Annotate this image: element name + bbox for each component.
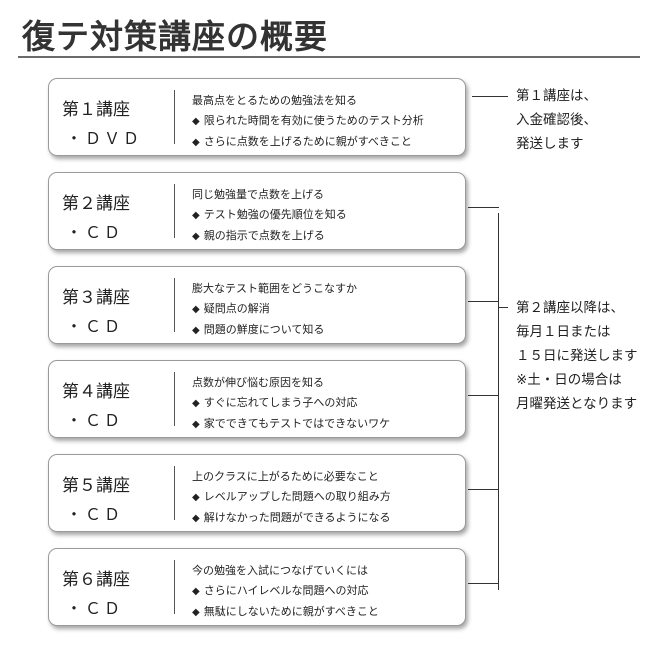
diamond-bullet-icon: ◆ [192,231,200,242]
course-name: 第４講座 [62,382,130,402]
course-point-text: 問題の鮮度について知る [203,323,325,336]
course-card: 第５講座・ＣＤ 上のクラスに上がるために必要なこと ◆レベルアップした問題への取り組… [48,454,466,532]
course-point-text: 解けなかった問題ができるようになる [203,511,391,524]
course-point: ◆無駄にしないために親がすべきこと [192,602,379,623]
note-line: ※土・日の場合は [516,372,622,388]
course-name: 第５講座 [62,476,130,496]
note-first-course: 第１講座は、 入金確認後、 発送します [516,84,597,156]
course-point: ◆さらに点数を上げるために親がすべきこと [192,132,424,153]
note-line: 発送します [516,136,584,152]
diamond-bullet-icon: ◆ [192,137,200,148]
course-point-text: 限られた時間を有効に使うためのテスト分析 [203,114,424,127]
diamond-bullet-icon: ◆ [192,607,200,618]
course-point: ◆疑問点の解消 [192,299,357,320]
note-line: 入金確認後、 [516,112,597,128]
note-line: 月曜発送となります [516,396,638,412]
course-details: 今の勉強を入試につなげていくには◆さらにハイレベルな問題への対応◆無駄にしないた… [192,561,379,623]
course-point: ◆解けなかった問題ができるようになる [192,508,391,529]
course-details: 最高点をとるための勉強法を知る◆限られた時間を有効に使うためのテスト分析◆さらに… [192,91,424,153]
course-point: ◆問題の鮮度について知る [192,320,357,341]
diamond-bullet-icon: ◆ [192,398,200,409]
connector-tick [468,207,499,208]
diamond-bullet-icon: ◆ [192,304,200,315]
course-point-text: 無駄にしないために親がすべきこと [203,605,379,618]
note-line: 第１講座は、 [516,88,597,104]
connector-first [472,96,508,97]
course-point-text: テスト勉強の優先順位を知る [203,208,347,221]
card-divider [174,90,175,144]
page-title: 復テ対策講座の概要 [22,17,328,56]
course-details: 同じ勉強量で点数を上げる◆テスト勉強の優先順位を知る◆親の指示で点数を上げる [192,185,347,247]
course-point-text: 疑問点の解消 [203,302,270,315]
course-lead: 今の勉強を入試につなげていくには [192,564,368,577]
course-lead: 点数が伸び悩む原因を知る [192,376,324,389]
course-point-text: すぐに忘れてしまう子への対応 [203,396,358,409]
course-point-text: レベルアップした問題への取り組み方 [203,490,391,503]
diamond-bullet-icon: ◆ [192,492,200,503]
course-name: 第１講座 [62,100,130,120]
course-details: 膨大なテスト範囲をどうこなすか◆疑問点の解消◆問題の鮮度について知る [192,279,357,341]
course-point: ◆テスト勉強の優先順位を知る [192,205,347,226]
card-divider [174,560,175,614]
course-media: ・ＣＤ [66,505,124,524]
course-lead: 最高点をとるための勉強法を知る [192,94,357,107]
course-name: 第２講座 [62,194,130,214]
diamond-bullet-icon: ◆ [192,586,200,597]
course-lead: 上のクラスに上がるために必要なこと [192,470,379,483]
note-later-courses: 第２講座以降は、 毎月１日または １５日に発送します ※土・日の場合は 月曜発送… [516,296,638,416]
course-point: ◆親の指示で点数を上げる [192,226,347,247]
card-divider [174,372,175,426]
course-point: ◆家でできてもテストではできないワケ [192,414,390,435]
course-details: 点数が伸び悩む原因を知る◆すぐに忘れてしまう子への対応◆家でできてもテストではで… [192,373,390,435]
course-point: ◆限られた時間を有効に使うためのテスト分析 [192,111,424,132]
course-lead: 膨大なテスト範囲をどうこなすか [192,282,357,295]
note-line: 第２講座以降は、 [516,300,624,316]
card-divider [174,184,175,238]
course-point-text: さらにハイレベルな問題への対応 [203,584,369,597]
diamond-bullet-icon: ◆ [192,419,200,430]
course-media: ・ＣＤ [66,317,124,336]
title-underline [18,56,640,58]
course-point-text: さらに点数を上げるために親がすべきこと [203,135,412,148]
course-point-text: 親の指示で点数を上げる [203,229,325,242]
course-point: ◆レベルアップした問題への取り組み方 [192,487,391,508]
course-media: ・ＣＤ [66,223,124,242]
course-media: ・ＤＶＤ [66,129,143,148]
card-divider [174,466,175,520]
connector-tick [468,395,499,396]
course-point-text: 家でできてもテストではできないワケ [203,417,391,430]
course-name: 第６講座 [62,570,130,590]
connector-tick [468,489,499,490]
note-line: １５日に発送します [516,348,638,364]
connector-bracket-vertical [498,213,499,590]
course-media: ・ＣＤ [66,599,124,618]
course-lead: 同じ勉強量で点数を上げる [192,188,324,201]
note-line: 毎月１日または [516,324,611,340]
connector-tick [468,301,499,302]
course-card: 第１講座・ＤＶＤ 最高点をとるための勉強法を知る ◆限られた時間を有効に使うためのテ… [48,78,466,156]
course-point: ◆さらにハイレベルな問題への対応 [192,581,379,602]
course-media: ・ＣＤ [66,411,124,430]
diamond-bullet-icon: ◆ [192,210,200,221]
diamond-bullet-icon: ◆ [192,116,200,127]
card-divider [174,278,175,332]
course-name: 第３講座 [62,288,130,308]
diamond-bullet-icon: ◆ [192,513,200,524]
connector-rest [498,307,508,308]
diamond-bullet-icon: ◆ [192,325,200,336]
connector-tick [468,583,499,584]
course-details: 上のクラスに上がるために必要なこと◆レベルアップした問題への取り組み方◆解けなか… [192,467,391,529]
course-point: ◆すぐに忘れてしまう子への対応 [192,393,390,414]
